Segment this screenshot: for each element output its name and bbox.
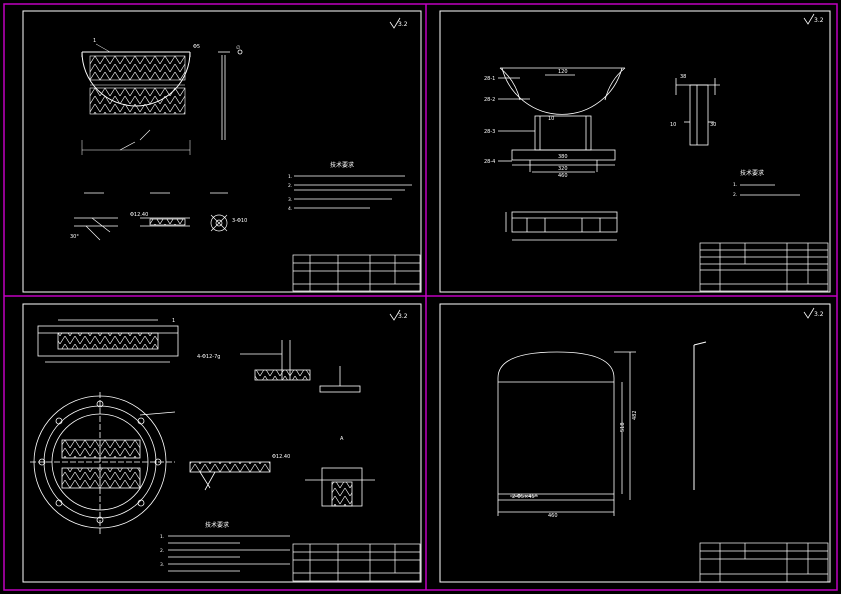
dim-label: 30 (710, 122, 716, 128)
tech-note: 2. (733, 192, 737, 198)
detail-angle: 30° (70, 234, 79, 240)
tech-note: 1. (160, 534, 164, 540)
angle-dim: 120 (558, 69, 568, 75)
dim-height: 518 (620, 422, 626, 432)
part-label: 28-1 (484, 76, 495, 82)
roughness-mark: 3.2 (398, 21, 408, 28)
title-block (292, 543, 421, 582)
tech-title: 技术要求 (330, 161, 354, 169)
part-label: 28-4 (484, 159, 495, 165)
plate-side-section: ∅ (218, 45, 243, 140)
tech-note: 4. (288, 206, 292, 212)
roughness-mark: 3.2 (398, 313, 408, 320)
vessel-side-line (693, 341, 707, 490)
plate-callout: 1 (93, 38, 96, 44)
title-block (292, 254, 421, 292)
sheet-top-left: 3.2 1 Φ5 ∅ 技术要求 1 (22, 10, 422, 293)
detail-views: Φ12.40 30° 3-Φ10 (70, 192, 247, 241)
detail-label: A (340, 436, 344, 442)
dim-inner-height: 482 (632, 410, 638, 420)
plate-dim: Φ5 (193, 44, 200, 50)
tech-requirements: 技术要求 1. 2. (733, 169, 800, 198)
title-block (699, 542, 829, 583)
tech-requirements: 技术要求 1. 2. 3. (160, 521, 290, 572)
plate-front-view (505, 211, 618, 241)
tech-title: 技术要求 (205, 521, 229, 529)
flange-plan-view (30, 392, 176, 535)
tech-note: 1. (288, 174, 292, 180)
sheet-frame (22, 10, 422, 293)
flange-section-view: 1 (37, 318, 179, 363)
roughness-mark: 3.2 (814, 311, 824, 318)
sheet-frame (439, 10, 831, 293)
chamfer-dim: 2-Φ5×45° (512, 494, 538, 500)
sheet-bottom-right: 3.2 460 518 482 2-Φ5×45° (439, 303, 831, 583)
title-block (699, 242, 829, 292)
perforated-plate-view: 1 Φ5 (81, 38, 200, 155)
tech-note: 3. (288, 197, 292, 203)
sheet-separators (3, 3, 838, 591)
bolt-callout: 4-Φ12-7g (197, 354, 220, 360)
dim-label: 10 (548, 116, 554, 122)
side-section-mark: ∅ (236, 45, 240, 51)
detail-dim: Φ12.40 (272, 454, 290, 460)
dim-label: 380 (558, 154, 568, 160)
sheet-frame (439, 303, 831, 583)
detail-views: 4-Φ12-7g Φ12.40 A (189, 340, 375, 507)
dim-label: 10 (670, 122, 676, 128)
head-assembly-view: 28-1 28-2 28-3 28-4 120 10 380 320 460 (484, 67, 626, 179)
sheet-top-right: 3.2 28-1 28-2 28-3 28-4 120 10 (439, 10, 831, 293)
tech-note: 2. (160, 548, 164, 554)
roughness-mark: 3.2 (814, 17, 824, 24)
tech-note: 2. (288, 183, 292, 189)
dim-label: 460 (558, 173, 568, 179)
vessel-head-view: 460 518 482 2-Φ5×45° (497, 351, 638, 519)
dim-width: 460 (548, 513, 558, 519)
tech-requirements: 技术要求 1. 2. 3. 4. (288, 161, 412, 212)
dim-label: 38 (680, 74, 686, 80)
sheet-bottom-left: 3.2 1 (22, 303, 422, 583)
tech-note: 3. (160, 562, 164, 568)
sheet-frame (22, 303, 422, 583)
section-callout: 1 (172, 318, 175, 324)
part-label: 28-3 (484, 129, 495, 135)
tech-title: 技术要求 (740, 169, 764, 177)
detail-hole: 3-Φ10 (232, 218, 247, 224)
tech-note: 1. (733, 182, 737, 188)
detail-dim: Φ12.40 (130, 212, 148, 218)
dim-label: 320 (558, 166, 568, 172)
part-label: 28-2 (484, 97, 495, 103)
bracket-view: 38 10 30 (670, 74, 720, 146)
